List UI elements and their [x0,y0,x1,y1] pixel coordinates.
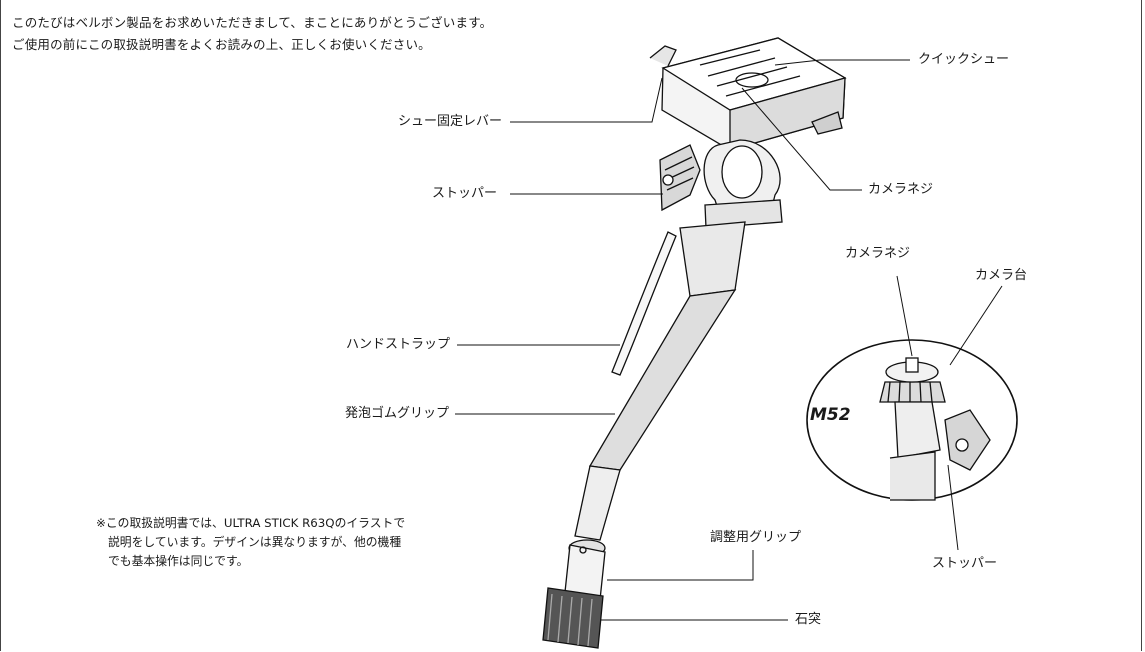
intro-line-2: ご使用の前にこの取扱説明書をよくお読みの上、正しくお使いください。 [12,37,431,52]
stone-tip-foot [542,587,604,649]
intro-text: このたびはベルボン製品をお求めいただきまして、まことにありがとうございます。 ご… [12,12,492,56]
monopod-column [564,221,746,601]
label-shoe-lever: シュー固定レバー [398,114,503,129]
note-text: ※この取扱説明書では、ULTRA STICK R63Qのイラストで 説明をしてい… [96,514,426,571]
note-line-2: 説明をしています。デザインは異なりますが、他の機種 [108,535,402,549]
label-quick-shoe: クイックシュー [918,52,1010,67]
label-hand-strap: ハンドストラップ [346,337,451,352]
leader-lines [455,59,1003,621]
inset-label-stopper: ストッパー [932,556,998,571]
note-line-3: でも基本操作は同じです。 [108,554,249,568]
inset-label-camera-screw: カメラネジ [845,246,911,261]
quick-shoe-plate [649,37,847,151]
note-line-1: ※この取扱説明書では、ULTRA STICK R63Qのイラストで [96,516,406,530]
inset-label-camera-base: カメラ台 [975,268,1028,283]
inset-detail [806,339,1018,501]
model-label: M52 [810,405,851,425]
label-stone-tip: 石突 [795,612,822,627]
label-camera-screw: カメラネジ [868,182,934,197]
label-stopper: ストッパー [432,186,498,201]
label-foam-grip: 発泡ゴムグリップ [345,406,450,421]
label-adjust-grip: 調整用グリップ [710,530,802,545]
ball-head [659,139,783,229]
intro-line-1: このたびはベルボン製品をお求めいただきまして、まことにありがとうございます。 [12,15,493,30]
